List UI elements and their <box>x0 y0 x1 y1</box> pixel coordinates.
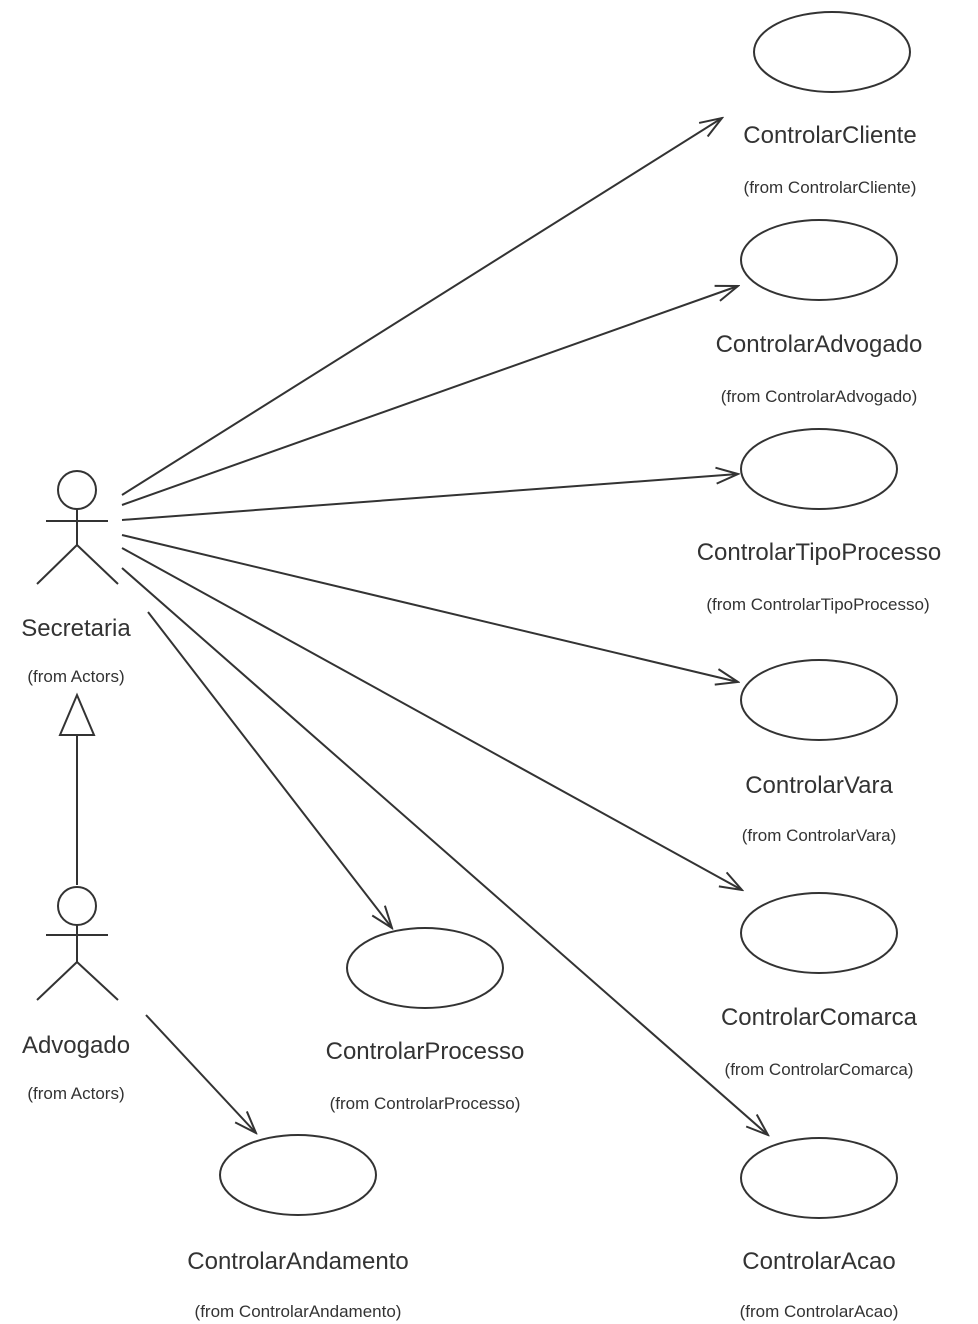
associations <box>121 118 768 1135</box>
actor-advogado[interactable]: Advogado (from Actors) <box>22 886 130 1103</box>
use-case-controlaradvogado[interactable]: ControlarAdvogado (from ControlarAdvogad… <box>716 219 923 406</box>
use-case-from-label: (from ControlarComarca) <box>725 1060 914 1079</box>
use-case-from-label: (from ControlarCliente) <box>744 178 917 197</box>
use-case-ellipse <box>740 1137 898 1219</box>
use-case-name: ControlarAndamento <box>187 1248 408 1275</box>
use-case-controlartipoprocesso[interactable]: ControlarTipoProcesso (from ControlarTip… <box>697 428 942 614</box>
use-case-from-label: (from ControlarTipoProcesso) <box>706 595 929 614</box>
association-secretaria-controlaradvogado[interactable] <box>121 286 738 506</box>
use-case-name: ControlarAdvogado <box>716 331 923 358</box>
use-case-name: ControlarProcesso <box>326 1038 525 1065</box>
use-case-from-label: (from ControlarVara) <box>742 826 897 845</box>
use-case-ellipse <box>740 892 898 974</box>
actor-figure-icon <box>36 886 119 1001</box>
actor-name: Secretaria <box>21 615 131 642</box>
use-case-name: ControlarComarca <box>721 1004 918 1031</box>
use-case-ellipse <box>740 428 898 510</box>
association-secretaria-controlartipoprocesso[interactable] <box>121 474 738 521</box>
association-advogado-controlarandamento[interactable] <box>145 1014 256 1133</box>
actor-figure-icon <box>36 470 119 585</box>
use-case-controlarcomarca[interactable]: ControlarComarca (from ControlarComarca) <box>721 892 918 1079</box>
actor-name: Advogado <box>22 1032 130 1059</box>
use-case-controlarvara[interactable]: ControlarVara (from ControlarVara) <box>740 659 898 845</box>
use-case-from-label: (from ControlarAdvogado) <box>721 387 918 406</box>
use-case-from-label: (from ControlarAcao) <box>740 1302 899 1321</box>
generalization-advogado-secretaria[interactable] <box>58 692 96 885</box>
association-secretaria-controlarvara[interactable] <box>121 534 738 682</box>
association-secretaria-controlaracao[interactable] <box>121 567 768 1135</box>
use-case-ellipse <box>740 219 898 301</box>
use-case-ellipse <box>753 11 911 93</box>
use-case-name: ControlarAcao <box>742 1248 895 1275</box>
use-case-controlarandamento[interactable]: ControlarAndamento (from ControlarAndame… <box>187 1134 409 1321</box>
use-case-ellipse <box>219 1134 377 1216</box>
association-secretaria-controlarcliente[interactable] <box>121 118 722 496</box>
association-secretaria-controlarprocesso[interactable] <box>147 611 392 928</box>
use-case-name: ControlarVara <box>745 772 893 799</box>
actor-secretaria[interactable]: Secretaria (from Actors) <box>21 470 131 686</box>
use-case-from-label: (from ControlarProcesso) <box>330 1094 521 1113</box>
use-case-controlaracao[interactable]: ControlarAcao (from ControlarAcao) <box>740 1137 899 1321</box>
use-case-ellipse <box>740 659 898 741</box>
actor-from-label: (from Actors) <box>27 1084 124 1103</box>
use-case-name: ControlarCliente <box>743 122 916 149</box>
use-case-controlarcliente[interactable]: ControlarCliente (from ControlarCliente) <box>743 11 917 197</box>
association-secretaria-controlarcomarca[interactable] <box>121 547 742 890</box>
use-case-controlarprocesso[interactable]: ControlarProcesso (from ControlarProcess… <box>326 927 525 1113</box>
actor-from-label: (from Actors) <box>27 667 124 686</box>
use-case-from-label: (from ControlarAndamento) <box>195 1302 402 1321</box>
use-case-name: ControlarTipoProcesso <box>697 539 942 566</box>
use-case-ellipse <box>346 927 504 1009</box>
